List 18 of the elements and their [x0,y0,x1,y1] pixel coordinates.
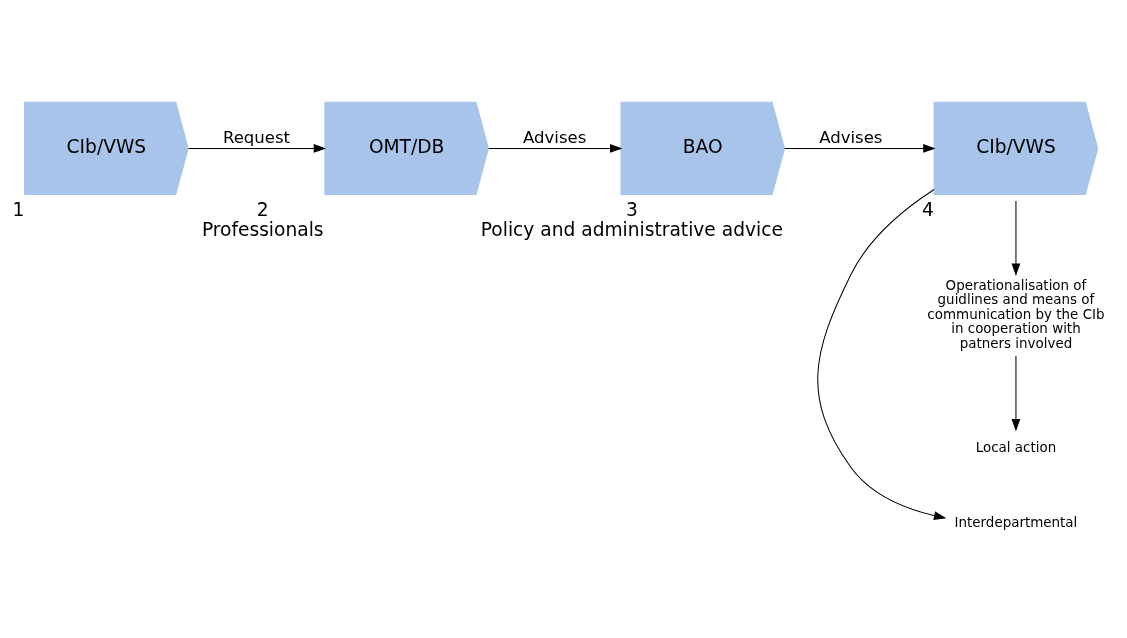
edge-label: Advises [523,128,587,148]
arrow [488,144,623,153]
node-text: Local action [975,440,1057,456]
node-label: 3 [625,198,638,220]
arrow [1011,355,1021,432]
node-label: 2 [256,198,269,220]
arrow [817,189,947,520]
arrow [1011,200,1021,276]
node-text: Interdepartmental [954,514,1078,530]
node-label: Professionals [201,219,324,241]
node-text: Operationalisation of guidlines and means of communication by the CIb in cooperation with patners involved [927,277,1105,351]
node-label: 1 [12,198,25,220]
edge-label: Request [222,128,291,148]
node-label: Policy and administrative advice [480,219,783,241]
edge-label: Advises [819,128,883,148]
arrow [188,144,327,153]
arrow [784,144,936,153]
node-label: 4 [922,198,934,220]
